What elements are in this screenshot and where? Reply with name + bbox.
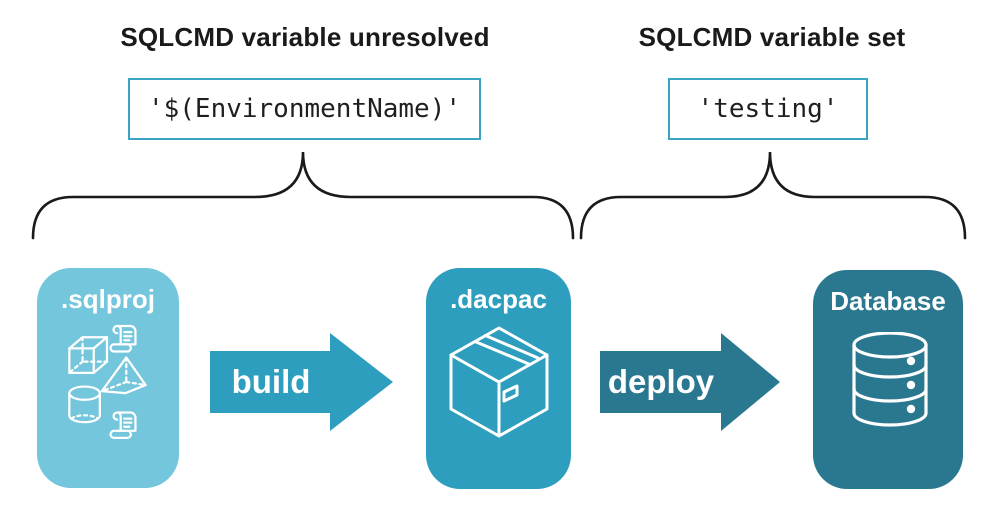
pyramid-icon: [100, 356, 147, 395]
stage-sqlproj: .sqlproj: [37, 268, 179, 488]
package-icon: [449, 326, 549, 438]
build-arrow: build: [208, 331, 395, 433]
database-icon: [852, 332, 928, 427]
left-brace: [31, 151, 575, 240]
cylinder-icon: [68, 385, 101, 424]
build-arrow-label: build: [231, 363, 311, 400]
right-brace: [579, 151, 967, 240]
code-box-unresolved-value: '$(EnvironmentName)': [128, 78, 481, 140]
cube-icon: [68, 336, 109, 374]
stage-sqlproj-label: .sqlproj: [61, 284, 155, 314]
stage-dacpac: .dacpac: [426, 268, 571, 489]
right-arrow-icon: [600, 333, 780, 431]
heading-sqlcmd-set: SQLCMD variable set: [638, 22, 906, 52]
heading-sqlcmd-unresolved: SQLCMD variable unresolved: [120, 22, 490, 52]
scroll-icon: [109, 324, 137, 353]
sql-objects-icon: [68, 324, 147, 440]
right-arrow-icon: [210, 333, 393, 431]
deploy-arrow: deploy: [598, 331, 782, 433]
code-box-set-value: 'testing': [668, 78, 868, 140]
stage-database: Database: [813, 270, 963, 489]
stage-database-label: Database: [830, 286, 946, 316]
scroll-icon: [109, 411, 137, 440]
stage-dacpac-label: .dacpac: [450, 284, 547, 314]
deploy-arrow-label: deploy: [607, 363, 715, 400]
